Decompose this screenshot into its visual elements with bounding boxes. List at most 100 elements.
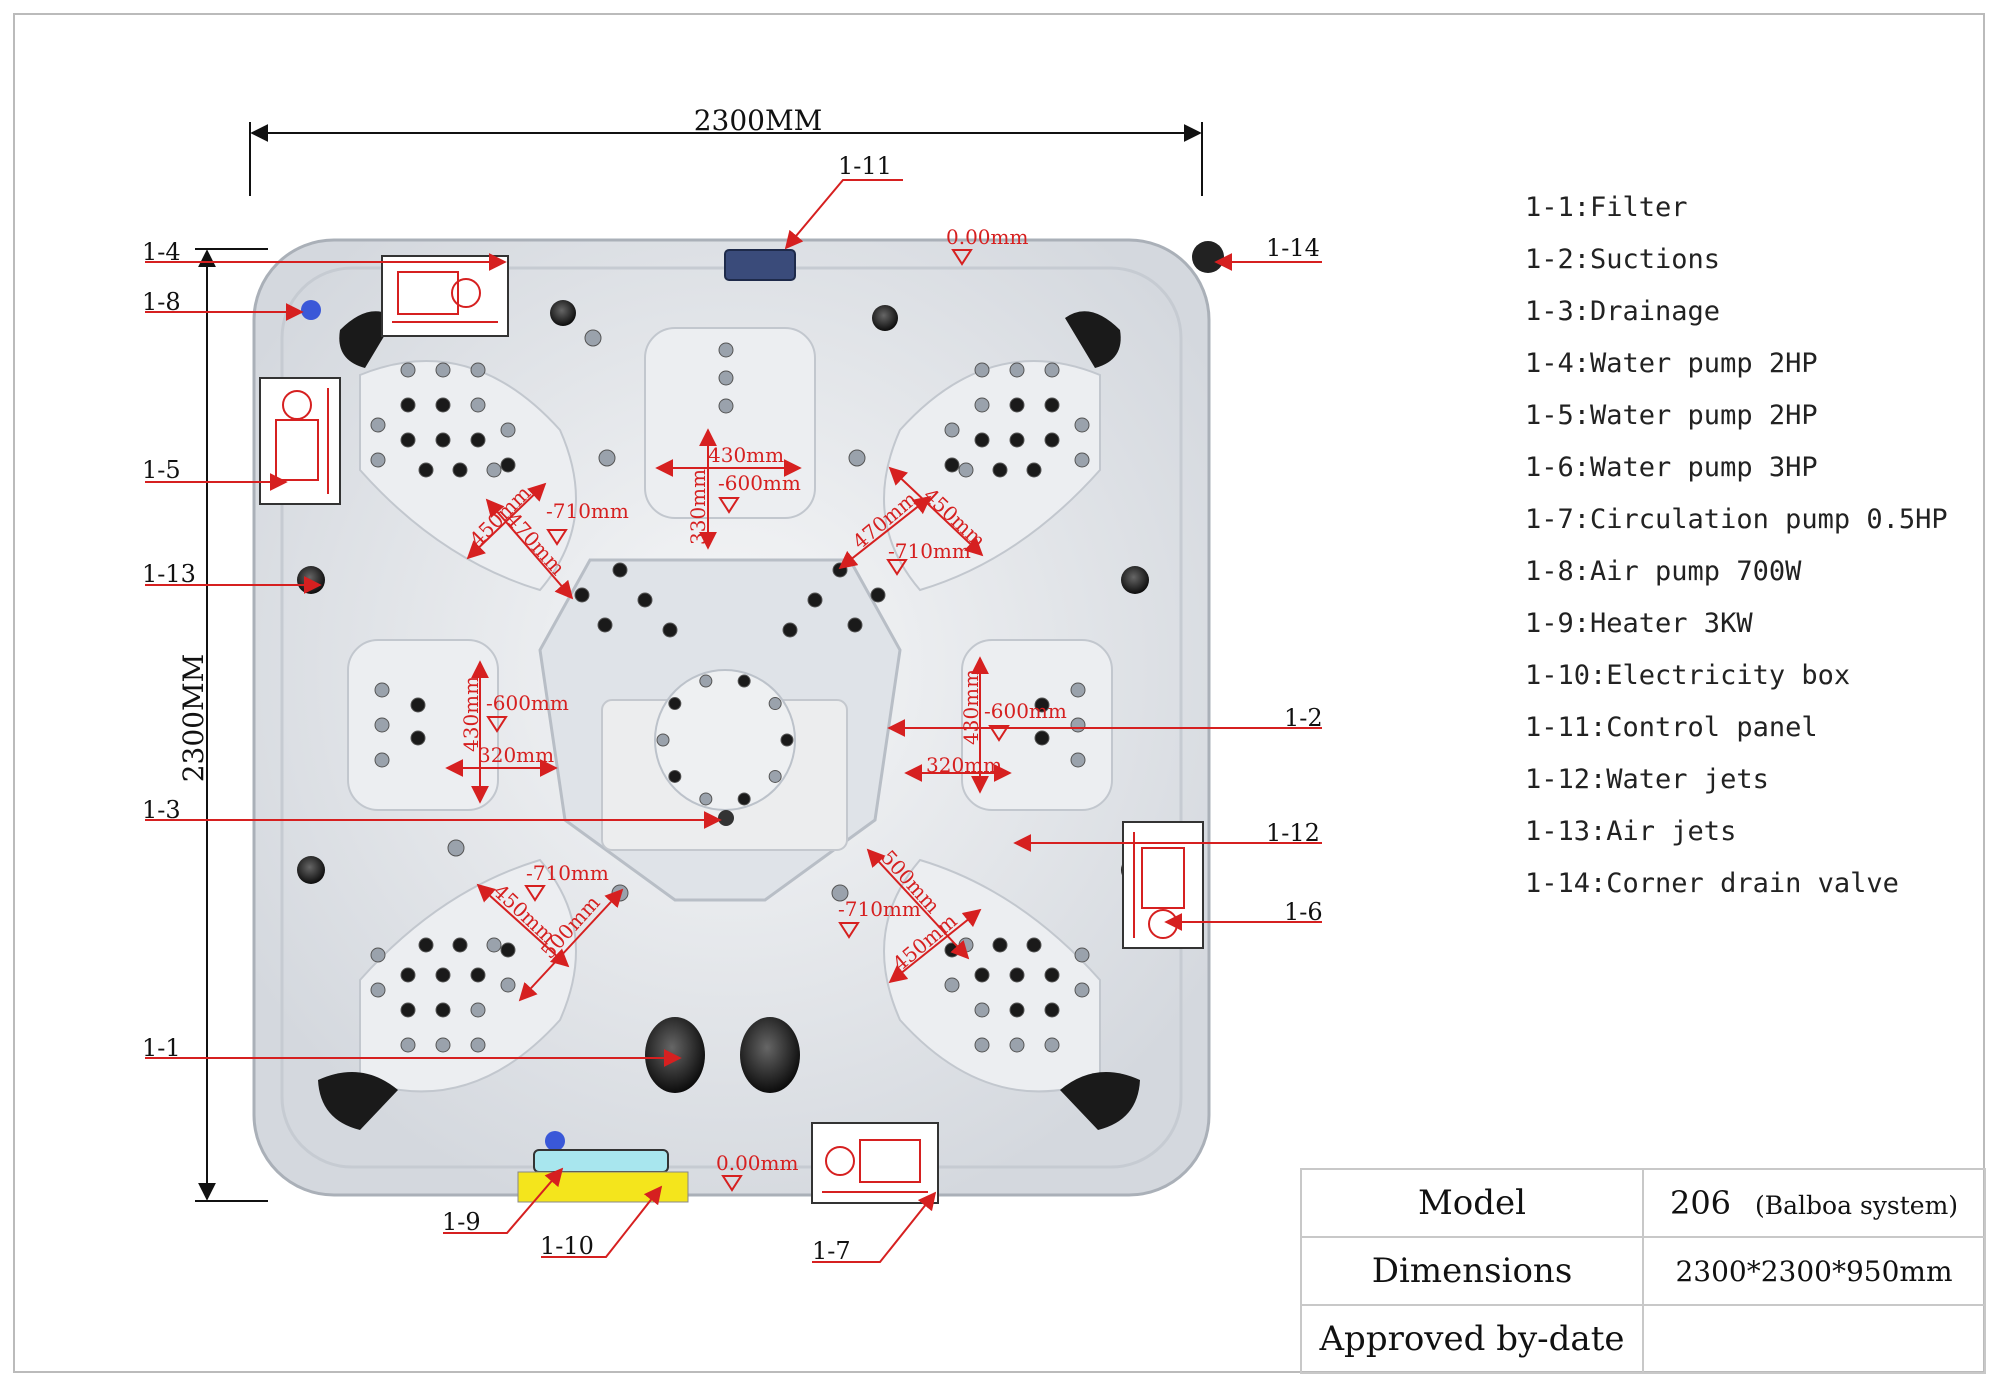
jet [1009,1037,1025,1053]
jet [1044,1002,1060,1018]
jet [470,967,486,983]
width-dimension: 2300MM [249,104,1203,196]
jet [470,1002,486,1018]
spec-row-dimensions: Dimensions 2300*2300*950mm [1300,1236,1986,1306]
height-dimension: 2300MM [177,248,268,1202]
jet [870,587,886,603]
spec-row-model: Model 206(Balboa system) [1300,1168,1986,1238]
spec-approved-label: Approved by-date [1300,1304,1644,1374]
spec-approved-value [1642,1304,1986,1374]
dim-top-center-level: -600mm [718,471,801,495]
dim-top-right-level: -710mm [888,539,971,563]
jet [1074,417,1090,433]
spec-model-value: 206(Balboa system) [1642,1168,1986,1238]
jet [737,792,751,806]
jet [400,1002,416,1018]
dim-top-center-width: 430mm [708,443,784,467]
component-legend: 1-1:Filter 1-2:Suctions 1-3:Drainage 1-4… [1525,188,1948,916]
height-label: 2300MM [177,654,210,783]
dim-right-mid-level: -600mm [984,699,1067,723]
jet [447,839,465,857]
callout-1-14: 1-14 [1266,234,1320,262]
air-pump-fitting [301,300,321,320]
jet [470,397,486,413]
drawing-frame [13,13,1985,1373]
corner-drain-valve [1192,241,1224,273]
filter-left [645,1017,705,1093]
spec-table: Model 206(Balboa system) Dimensions 2300… [1300,1168,1986,1374]
callout-1-1: 1-1 [142,1034,181,1062]
jet [370,947,386,963]
level-bottom: 0.00mm [716,1151,798,1175]
jet [597,617,613,633]
legend-item: 1-13:Air jets [1525,816,1737,847]
callout-1-5: 1-5 [142,456,181,484]
jet [974,397,990,413]
jet [1070,752,1086,768]
control-panel-fitting [724,249,796,281]
headrest-bottom-right [1060,1072,1140,1130]
jet [944,457,960,473]
callout-labels: 1-4 1-8 1-5 1-13 1-3 1-1 1-2 1-12 1-6 1-… [142,152,1323,1265]
dim-left-mid-width: 320mm [478,743,554,767]
dim-left-mid-level: -600mm [486,691,569,715]
callout-leaders [145,179,1322,1263]
jet [1009,362,1025,378]
pump-thumb-1-4 [381,255,509,337]
legend-item: 1-9:Heater 3KW [1525,608,1753,639]
jet [847,617,863,633]
jet [668,769,682,783]
dim-right-mid-depth: 430mm [959,669,983,745]
jet [780,733,794,747]
callout-1-8: 1-8 [142,288,181,316]
jet [1074,947,1090,963]
jet [470,1037,486,1053]
callout-1-7: 1-7 [812,1237,851,1265]
headrest-bottom-left [318,1072,398,1130]
jet [470,362,486,378]
callout-1-10: 1-10 [540,1232,594,1260]
dim-bottom-left-level: -710mm [526,861,609,885]
jet [944,422,960,438]
dim-top-center-depth: 330mm [686,469,710,545]
jet [1026,462,1042,478]
jet [374,717,390,733]
jet [400,1037,416,1053]
jet [370,417,386,433]
jet [848,449,866,467]
legend-item: 1-8:Air pump 700W [1525,556,1802,587]
jet [400,397,416,413]
legend-item: 1-7:Circulation pump 0.5HP [1525,504,1948,535]
jet [598,449,616,467]
dim-top-left-level: -710mm [546,499,629,523]
jet [435,967,451,983]
jet [782,622,798,638]
jet [831,884,849,902]
heater-part [533,1149,669,1173]
jet [418,462,434,478]
jet [1026,937,1042,953]
jet [1034,730,1050,746]
jet [718,398,734,414]
callout-1-12: 1-12 [1266,819,1320,847]
jet [374,682,390,698]
pump-thumb-1-7 [811,1122,939,1204]
legend-item: 1-5:Water pump 2HP [1525,400,1818,431]
dim-bottom-right-level: -710mm [838,897,921,921]
pump-thumb-1-6 [1122,821,1204,949]
jet [974,362,990,378]
jet [637,592,653,608]
spec-row-approved: Approved by-date [1300,1304,1986,1374]
legend-item: 1-6:Water pump 3HP [1525,452,1818,483]
pump-thumb-1-5 [259,377,341,505]
jet [974,1037,990,1053]
spec-dimensions-value: 2300*2300*950mm [1642,1236,1986,1306]
jet [974,432,990,448]
drain-fitting [718,810,734,826]
jet [1044,967,1060,983]
jet [718,342,734,358]
jet [768,769,782,783]
jet [1034,697,1050,713]
pump-thumbnails [259,255,1204,1204]
jet [410,697,426,713]
